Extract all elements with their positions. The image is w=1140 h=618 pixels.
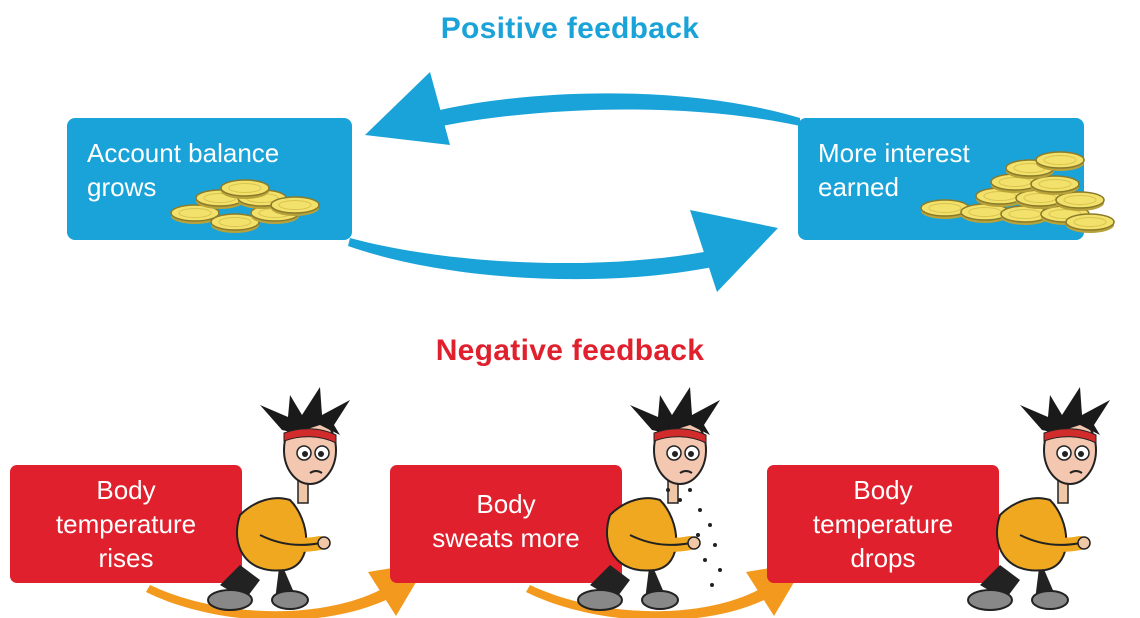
box-label-line: earned xyxy=(818,172,899,202)
box-label-line: Body xyxy=(96,475,156,505)
negative-feedback-title: Negative feedback xyxy=(435,334,705,367)
temperature-rises-box: Body temperature rises xyxy=(10,465,242,583)
arrow-interest-to-balance xyxy=(365,72,800,145)
positive-feedback-title: Positive feedback xyxy=(440,12,700,45)
sweats-more-box: Body sweats more xyxy=(390,465,622,583)
box-label-line: drops xyxy=(850,543,916,573)
box-label-line: sweats more xyxy=(432,523,580,553)
box-label-line: rises xyxy=(98,543,154,573)
coin-pile-icon xyxy=(920,151,1115,234)
box-label-line: temperature xyxy=(812,509,954,539)
running-person-icon xyxy=(208,387,350,610)
box-label-line: temperature xyxy=(55,509,197,539)
box-label-line: Account balance xyxy=(87,138,280,168)
box-label-line: Body xyxy=(476,489,536,519)
box-label-line: grows xyxy=(87,172,157,202)
running-person-icon xyxy=(968,387,1110,610)
box-label-line: More interest xyxy=(818,138,970,168)
arrow-balance-to-interest xyxy=(348,210,778,292)
coin-stack-icon xyxy=(170,179,320,234)
temperature-drops-box: Body temperature drops xyxy=(767,465,999,583)
box-label-line: Body xyxy=(853,475,913,505)
sweating-person-icon xyxy=(578,387,722,610)
